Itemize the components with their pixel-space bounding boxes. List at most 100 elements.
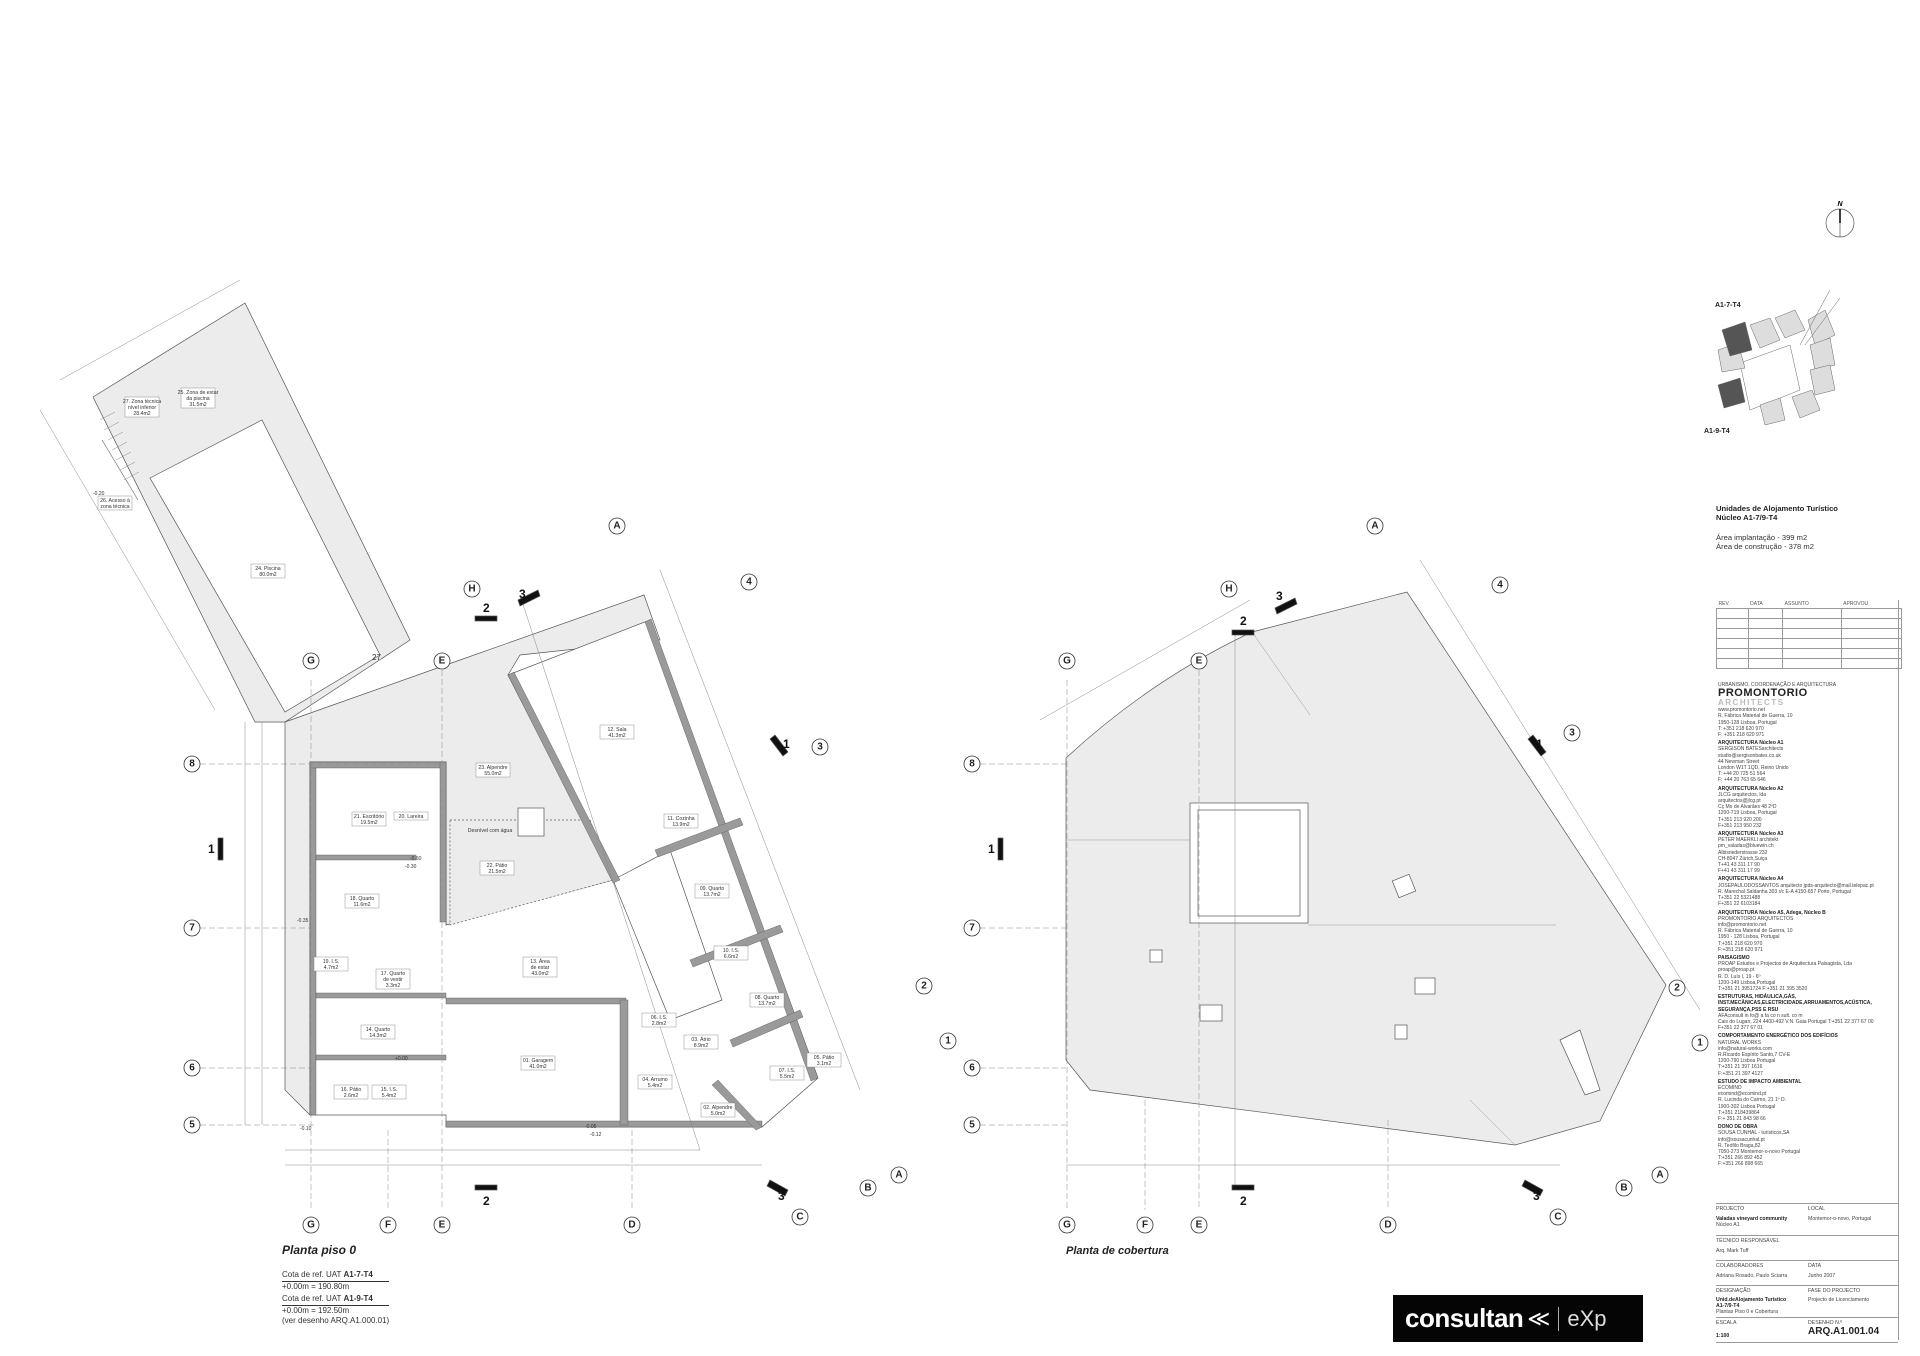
data-label: DATA [1808,1263,1822,1269]
consultant-heading: ESTUDO DE IMPACTO AMBIENTAL [1718,1078,1802,1085]
room-area: 2.6m2 [344,1093,359,1099]
room-label-box [806,1052,842,1068]
section-2-marker: 2 [483,601,490,615]
room-area: 43.0m2 [531,971,548,977]
room-name: 25. Zona de estar [178,390,219,396]
room-area: 14.3m2 [369,1033,386,1039]
section-3-marker: 3 [519,587,526,601]
design-value-3: Plantas Piso 0 e Cobertura [1716,1309,1778,1315]
logo-brand: consultan [1405,1303,1524,1333]
ground-floor-plan [39,279,861,1210]
date-header: DATA [1750,601,1763,607]
roof-axis-g: G [1063,1220,1071,1231]
title-block-header: Unidades de Alojamento Turístico Núcleo … [1716,504,1906,551]
consultant-line: www.promontorio.net [1718,707,1765,714]
axis-f: F [385,1220,391,1231]
consultant-line: T:+351 21 3951724 F:+351 21 395 3520 [1718,985,1808,992]
design-value-2: A1-7/9-T4 [1716,1303,1740,1309]
axis-2: 2 [921,981,927,992]
consultant-line: PETER MAERKLI architekt [1718,837,1779,844]
room-label-box [344,893,380,909]
room-name: 26. Acesso à [100,498,130,504]
project-title-2: Núcleo A1-7/9-T4 [1716,512,1778,522]
axis-3: 3 [817,742,823,753]
axis-g: G [307,1220,315,1231]
consultant-heading: ARQUITECTURA Núcleo A1 [1718,740,1784,747]
room-name: 13. Área [530,958,550,965]
consultant-line: F+351 213 950 232 [1718,822,1762,829]
room-area: 2.8m2 [652,1021,667,1027]
north-arrow [1825,208,1855,238]
consultant-line: F:+351 21 397 4127 [1718,1070,1763,1077]
roof-axis-b: B [1620,1183,1627,1194]
room-label-box [97,495,133,511]
consultant-line: T: +351 218 620 970 [1718,725,1764,732]
room-label-box [333,1084,369,1100]
room-name: 21. Escritório [354,814,384,820]
ground-floor-title: Planta piso 0 [282,1243,357,1257]
room-label-box [769,1065,805,1081]
consultant-line: R. Marechal Saldanha 303 r/c E-A 4150-65… [1718,888,1851,895]
room-label-box [749,992,785,1008]
grid-axes-left [183,517,957,1234]
axis-d: D [628,1220,635,1231]
axis-1: 1 [945,1036,951,1047]
design-label: DESIGNAÇÃO [1716,1288,1751,1294]
roof-axis-f: F [1142,1220,1148,1231]
grid-axes-right [963,517,1709,1234]
consultant-line: CH-8047 Zürich,Suiça [1718,855,1768,862]
consultant-line: F+41 43 311 17 99 [1718,868,1760,875]
consultant-line: PROMONTORIO ARQUITECTOS [1718,915,1794,922]
room-name: 01. Garagem [523,1058,553,1064]
walls [309,618,819,1131]
ref2-unit: A1-9-T4 [343,1294,373,1303]
room-area: 80.0m2 [259,572,276,578]
roof-section-3-bottom: 3 [1533,1189,1540,1203]
consultant-line: NATURAL WORKS [1718,1039,1762,1046]
section-1-marker-right: 1 [783,737,790,751]
axis-h-top: H [468,584,475,595]
roof-section-1: 1 [988,842,995,856]
room-area: 19.5m2 [360,820,377,826]
level-mark: -0.12 [590,1132,602,1138]
subject-header: ASSUNTO [1784,601,1809,607]
consultant-line: studio@sergisonbates.co.uk [1718,752,1781,759]
roof-axis-h: H [1225,584,1232,595]
consultant-heading: PAISAGISMO [1718,954,1750,961]
room-area: 5.5m2 [780,1074,795,1080]
room-label-box [599,724,635,740]
room-label-box [124,396,160,418]
consultant-line: London W1T 1QD, Reino Unido [1718,765,1789,772]
axis-7: 7 [189,923,195,934]
fase-value: Projecto de Licenciamento [1808,1297,1870,1303]
room-area: 21.5m2 [488,869,505,875]
room-label-box [360,1024,396,1040]
site-unit-1: A1-7-T4 [1715,302,1741,309]
consultant-line: SERGISON BATESarchitects [1718,746,1784,753]
axis-b: B [864,1183,871,1194]
skylight [1394,1024,1408,1040]
ref2-prefix: Cota de ref. UAT [282,1294,344,1303]
room-label-box [663,813,699,829]
consultant-line: 1900-302 Lisboa Portugal [1718,1103,1776,1110]
consultant-line: JOSEPAULODOSSANTOS arquitecto jpds-arqui… [1718,882,1874,889]
tecnico-label: TÉCNICO RESPONSÁVEL [1716,1238,1780,1244]
room-name: 22. Pátio [487,863,508,869]
consultant-line: T:+351 218439864 [1718,1109,1760,1116]
tecnico-value: Arq. Mark Tuff [1716,1248,1749,1254]
room-name: 18. Quarto [350,896,375,902]
axis-c: C [796,1212,803,1223]
label-27: 27 [372,653,381,662]
room-name: 09. Quarto [700,886,725,892]
site-unit-2: A1-9-T4 [1704,428,1730,435]
room-label-box [313,956,349,972]
consultant-line: F:+351 266 898 665 [1718,1161,1763,1168]
